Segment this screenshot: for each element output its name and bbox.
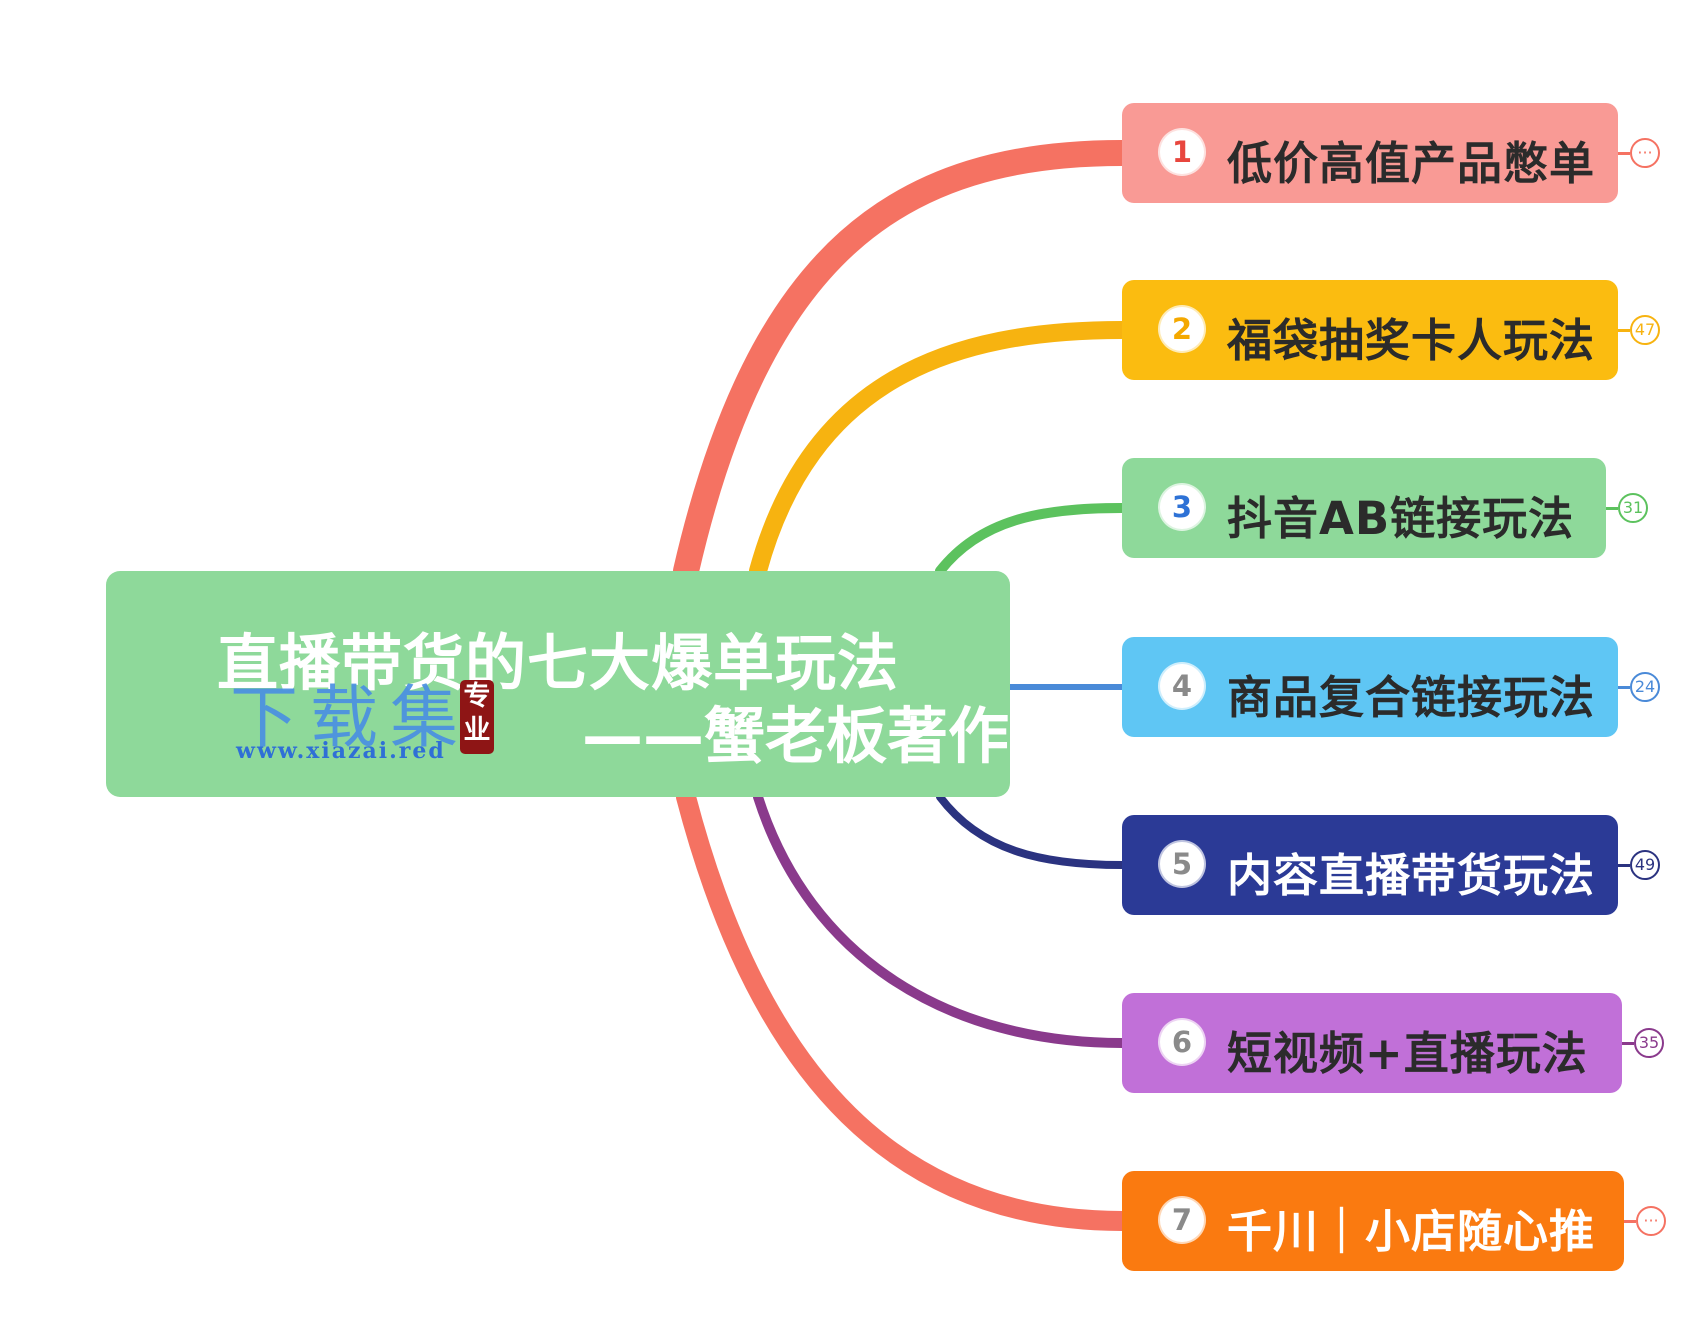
priority-marker-icon: 1 (1160, 130, 1204, 174)
priority-marker-icon: 2 (1160, 307, 1204, 351)
watermark-logo: 下载集 www.xiazai.red (230, 662, 500, 764)
collapse-stub (1618, 686, 1630, 689)
watermark-seal-char-2: 业 (463, 715, 491, 746)
watermark-url: www.xiazai.red (236, 738, 446, 764)
watermark-seal: 专 业 (460, 680, 494, 754)
collapse-stub (1618, 152, 1630, 155)
branch-connector-2 (749, 321, 1131, 580)
priority-marker-icon: 3 (1160, 485, 1204, 529)
branch-topic-3[interactable]: 3 抖音AB链接玩法 (1122, 458, 1606, 558)
collapsed-children-count[interactable]: ··· (1630, 138, 1660, 168)
branch-topic-6[interactable]: 6 短视频+直播玩法 (1122, 993, 1622, 1093)
central-topic-title: 直播带货的七大爆单玩法 (216, 628, 899, 699)
branch-topic-5[interactable]: 5 内容直播带货玩法 (1122, 815, 1618, 915)
branch-topic-label: 低价高值产品憋单 (1227, 137, 1596, 190)
branch-topic-label: 福袋抽奖卡人玩法 (1227, 314, 1596, 367)
collapsed-children-count[interactable]: 24 (1630, 672, 1660, 702)
watermark-text: 下载集 (230, 679, 471, 758)
branch-topic-label: 短视频+直播玩法 (1227, 1027, 1588, 1080)
collapse-stub (1618, 864, 1630, 867)
watermark-seal-char-1: 专 (463, 681, 491, 712)
branch-topic-4[interactable]: 4 商品复合链接玩法 (1122, 637, 1618, 737)
branch-connector-3 (935, 503, 1127, 576)
branch-topic-7[interactable]: 7 千川｜小店随心推 (1122, 1171, 1624, 1271)
collapse-stub (1618, 329, 1630, 332)
central-topic-subtitle: ——蟹老板著作 (582, 701, 1010, 772)
branch-topic-label: 商品复合链接玩法 (1227, 671, 1596, 724)
collapsed-children-count[interactable]: 49 (1630, 850, 1660, 880)
branch-connector-7 (676, 787, 1132, 1231)
collapsed-children-count[interactable]: 47 (1630, 315, 1660, 345)
priority-marker-icon: 5 (1160, 842, 1204, 886)
priority-marker-icon: 7 (1160, 1198, 1204, 1242)
collapsed-children-count[interactable]: 35 (1634, 1028, 1664, 1058)
branch-connector-6 (753, 792, 1127, 1048)
branch-topic-2[interactable]: 2 福袋抽奖卡人玩法 (1122, 280, 1618, 380)
branch-topic-1[interactable]: 1 低价高值产品憋单 (1122, 103, 1618, 203)
branch-topic-label: 抖音AB链接玩法 (1227, 492, 1575, 545)
collapsed-children-count[interactable]: ··· (1636, 1206, 1666, 1236)
branch-topic-label: 千川｜小店随心推 (1227, 1205, 1596, 1258)
branch-connector-5 (936, 793, 1126, 869)
collapsed-children-count[interactable]: 31 (1618, 493, 1648, 523)
collapse-stub (1624, 1220, 1636, 1223)
branch-topic-label: 内容直播带货玩法 (1227, 849, 1596, 902)
collapse-stub (1606, 507, 1618, 510)
collapse-stub (1622, 1042, 1634, 1045)
priority-marker-icon: 6 (1160, 1020, 1204, 1064)
priority-marker-icon: 4 (1160, 664, 1204, 708)
branch-connector-1 (673, 140, 1135, 584)
central-topic[interactable]: 直播带货的七大爆单玩法 ——蟹老板著作 (106, 571, 1010, 797)
